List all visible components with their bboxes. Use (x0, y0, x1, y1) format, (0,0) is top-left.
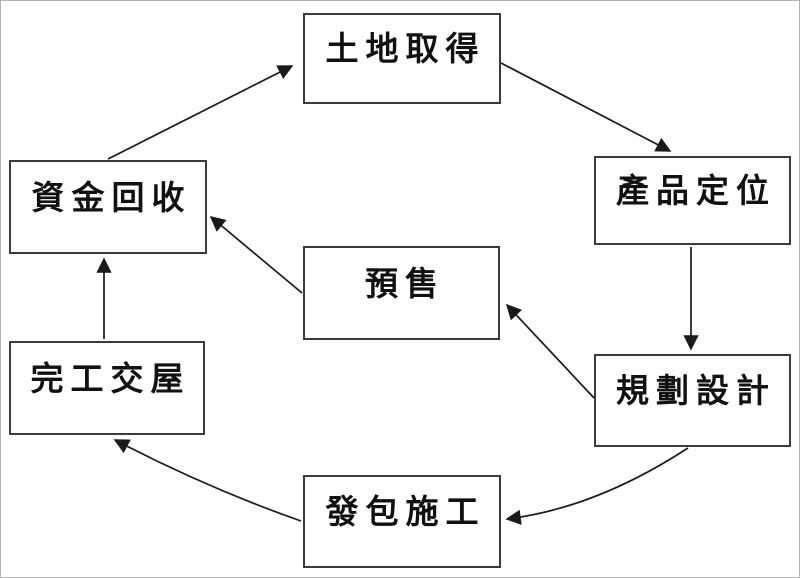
node-completion-handover-label: 完工交屋 (30, 358, 191, 398)
node-contracting-construction-label: 發包施工 (325, 492, 486, 531)
node-land-acquisition: 土地取得 (303, 13, 501, 104)
node-planning-design-label: 規劃設計 (616, 371, 776, 410)
node-capital-recovery: 資金回收 (9, 160, 207, 254)
node-product-positioning: 產品定位 (594, 156, 791, 245)
node-capital-recovery-label: 資金回收 (31, 177, 192, 217)
node-land-acquisition-label: 土地取得 (325, 29, 486, 68)
arrow-presale-to-capital-recovery (209, 216, 303, 294)
node-contracting-construction: 發包施工 (303, 475, 501, 568)
arrow-capital-recovery-to-land-acquisition (107, 65, 294, 160)
node-presale-label: 預售 (365, 263, 445, 303)
node-presale: 預售 (303, 246, 500, 340)
arrow-planning-design-to-presale (505, 303, 595, 399)
arrow-land-acquisition-to-product-positioning (500, 62, 672, 152)
arrow-contracting-construction-to-completion-handover (113, 439, 302, 522)
node-product-positioning-label: 產品定位 (616, 171, 776, 210)
node-planning-design: 規劃設計 (594, 354, 791, 447)
node-completion-handover: 完工交屋 (9, 341, 205, 435)
arrow-planning-design-to-contracting-construction (505, 447, 689, 525)
